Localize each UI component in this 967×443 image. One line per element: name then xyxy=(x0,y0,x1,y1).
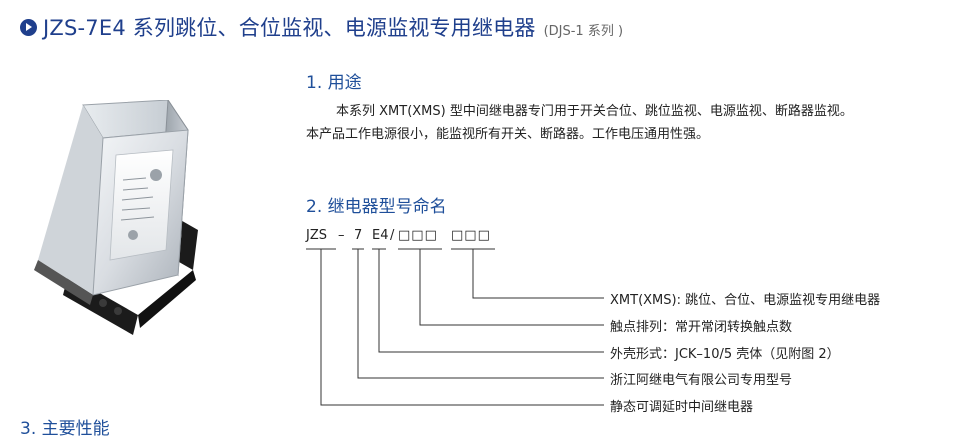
usage-paragraph-line1: 本系列 XMT(XMS) 型中间继电器专门用于开关合位、跳位监视、电源监视、断路… xyxy=(336,104,853,119)
legend-item-company: 浙江阿继电气有限公司专用型号 xyxy=(610,373,793,388)
relay-product-image xyxy=(34,100,198,335)
page-title-row: JZS-7E4 系列跳位、合位监视、电源监视专用继电器 (DJS-1 系列 ) xyxy=(20,10,623,44)
legend-item-xmt: XMT(XMS): 跳位、合位、电源监视专用继电器 xyxy=(610,293,881,308)
play-circle-icon xyxy=(20,18,37,36)
code-digit: 7 xyxy=(354,228,363,243)
section-heading-naming: 2. 继电器型号命名 xyxy=(306,197,447,217)
code-group1: □□□ xyxy=(398,228,438,243)
page-title: JZS-7E4 系列跳位、合位监视、电源监视专用继电器 xyxy=(43,16,536,40)
code-dash: – xyxy=(338,228,345,243)
page-subtitle: (DJS-1 系列 ) xyxy=(543,23,624,39)
code-group2: □□□ xyxy=(451,228,491,243)
code-series: E4 xyxy=(372,228,389,243)
usage-paragraph: 本系列 XMT(XMS) 型中间继电器专门用于开关合位、跳位监视、电源监视、断路… xyxy=(306,100,956,146)
legend-item-case: 外壳形式：JCK–10/5 壳体（见附图 2） xyxy=(610,347,840,362)
section-heading-usage: 1. 用途 xyxy=(306,73,362,93)
usage-paragraph-line2: 本产品工作电源很小，能监视所有开关、断路器。工作电压通用性强。 xyxy=(306,127,710,142)
code-prefix: JZS xyxy=(306,228,327,243)
code-slash: / xyxy=(390,228,395,243)
legend-item-contacts: 触点排列：常开常闭转换触点数 xyxy=(610,320,793,335)
section-heading-performance: 3. 主要性能 xyxy=(20,419,110,439)
legend-item-type: 静态可调延时中间继电器 xyxy=(610,400,754,415)
